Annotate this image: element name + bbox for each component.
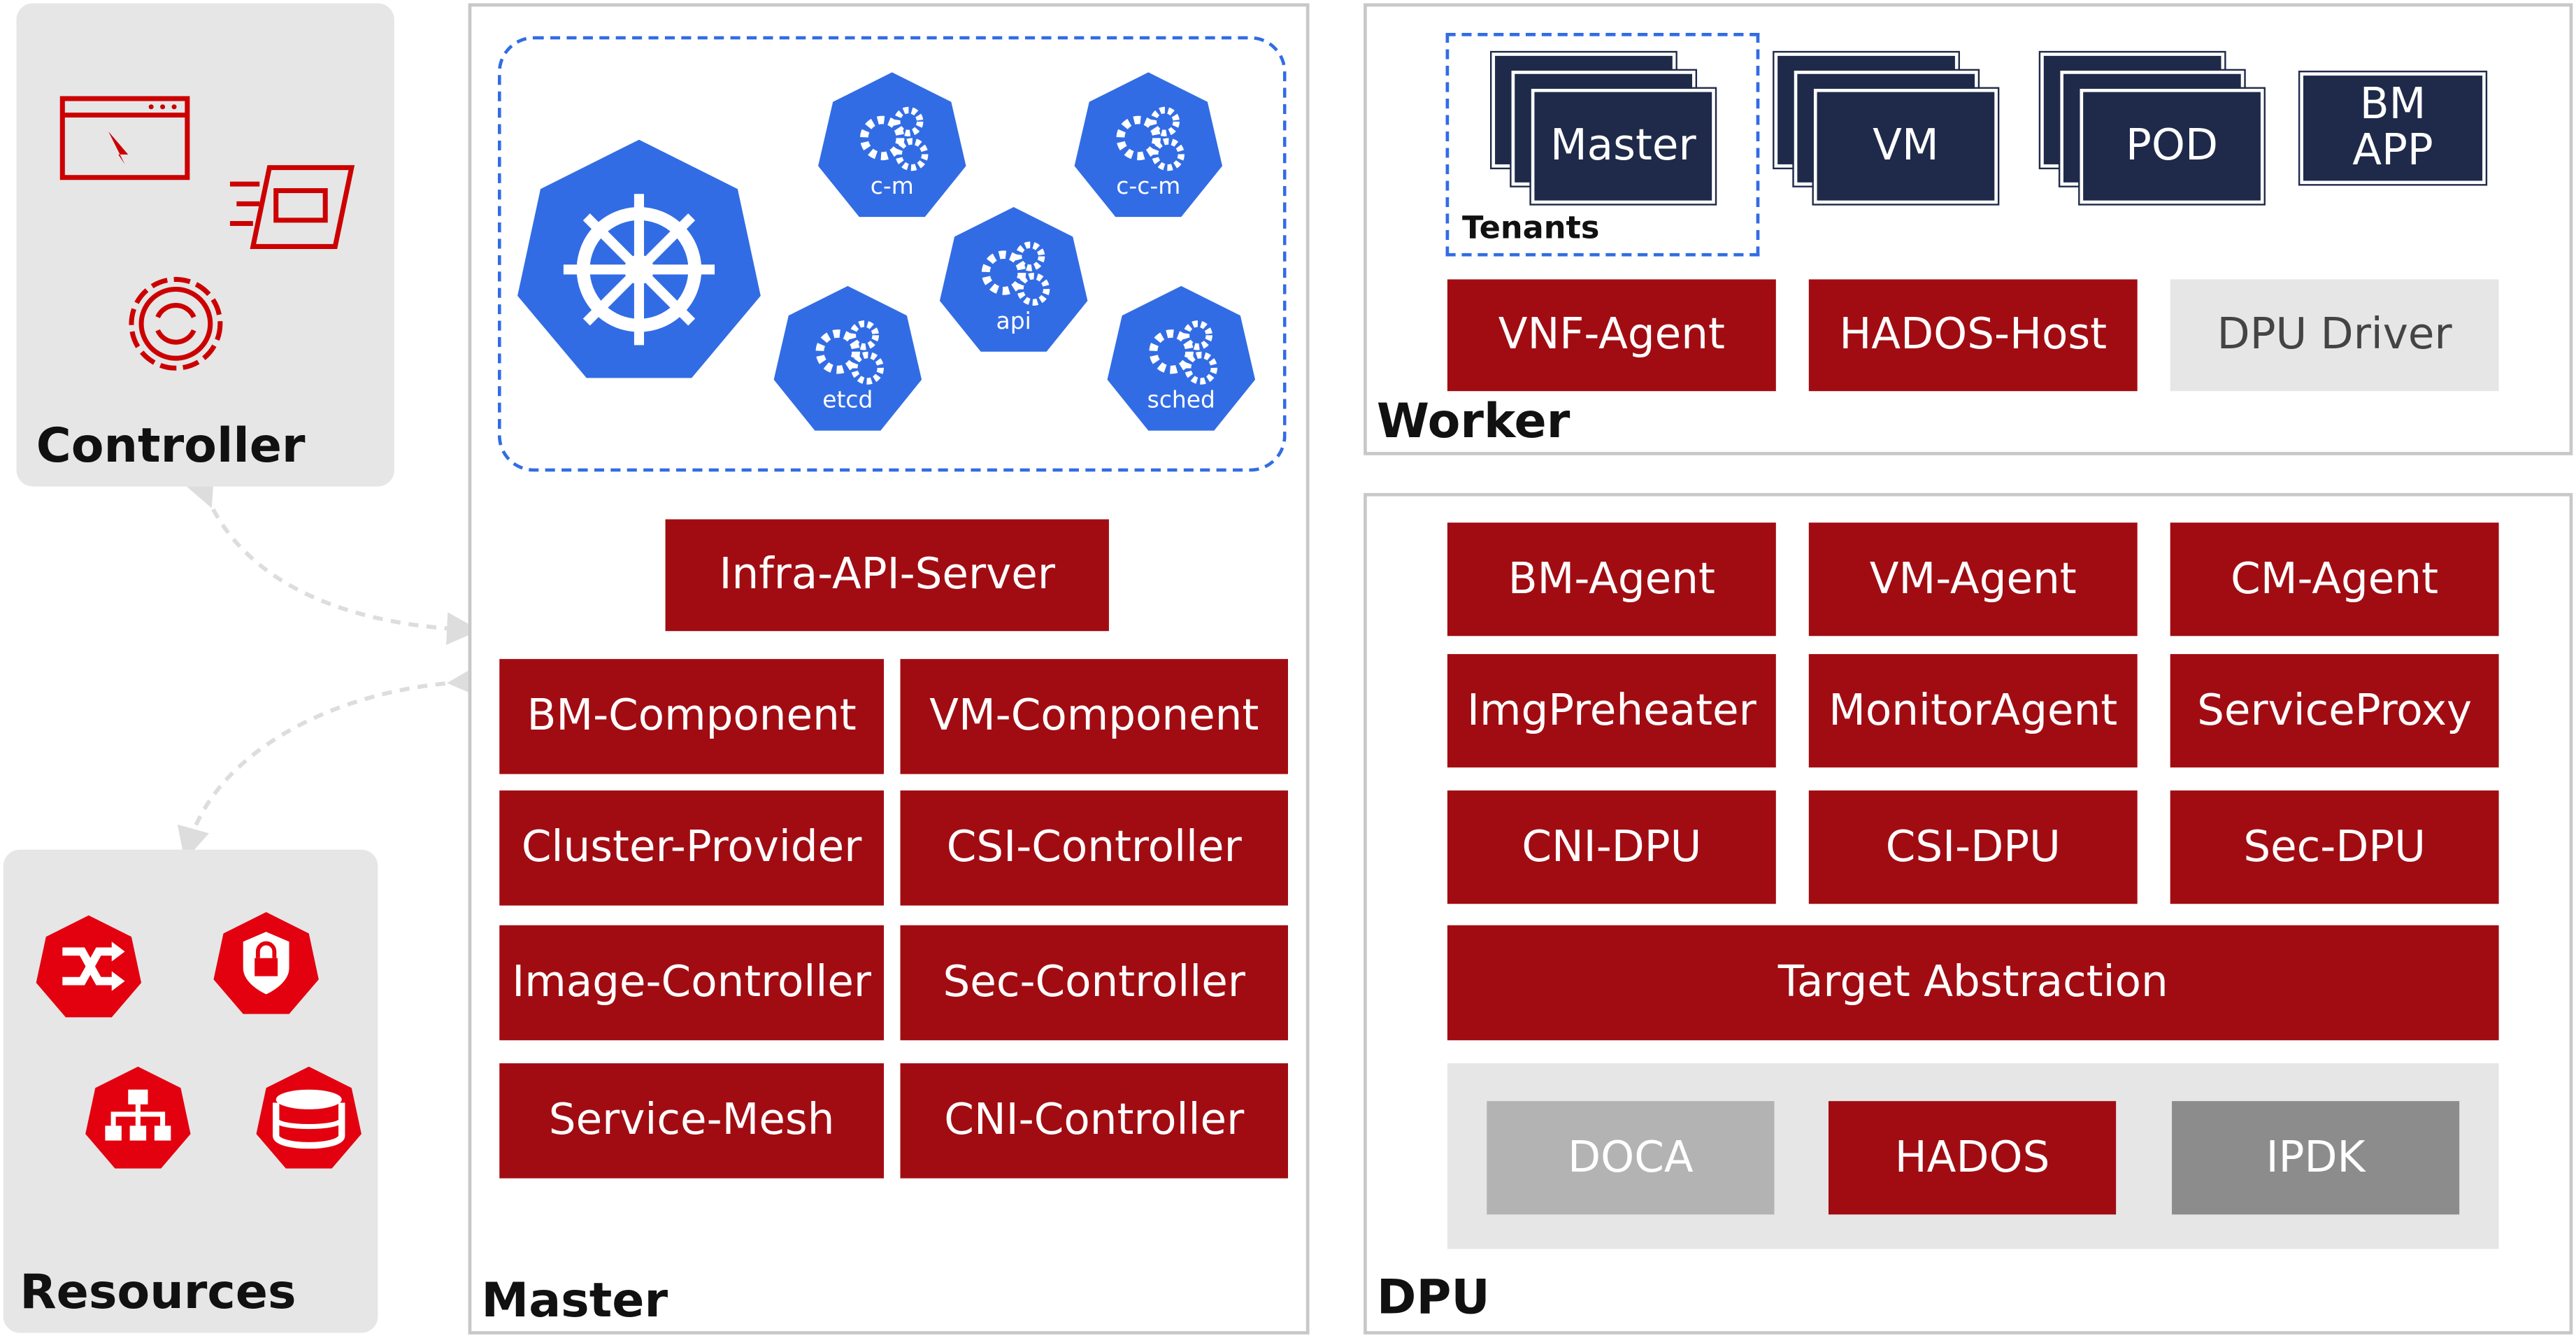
k8s-gear-icon <box>818 72 966 218</box>
master-component: Service-Mesh <box>499 1063 885 1179</box>
k8s-gear-icon <box>1107 285 1256 431</box>
dpu-agent: VM-Agent <box>1808 523 2138 637</box>
security-lock-icon <box>213 911 319 1014</box>
stack-pod: POD <box>2078 87 2266 206</box>
kubernetes-control-plane <box>497 36 1287 472</box>
target-abstraction: Target Abstraction <box>1447 925 2499 1041</box>
k8s-gear-icon <box>939 207 1088 352</box>
tenants-box: Tenants <box>1445 32 1760 257</box>
kubernetes-helm-icon <box>517 139 761 378</box>
dpu-agent: ImgPreheater <box>1447 654 1776 768</box>
master-component: Cluster-Provider <box>499 790 885 906</box>
controller-panel: Controller <box>16 3 394 487</box>
k8s-component-label: c-m <box>870 174 914 201</box>
master-component: VM-Component <box>900 659 1289 774</box>
k8s-gear-icon <box>773 285 922 431</box>
stack-vm: VM <box>1812 87 2000 206</box>
resources-panel: Resources <box>3 849 378 1333</box>
worker-agent: HADOS-Host <box>1808 279 2138 392</box>
shuffle-icon <box>36 915 142 1018</box>
master-component: Sec-Controller <box>900 925 1289 1041</box>
dpu-label: DPU <box>1376 1268 1490 1325</box>
dpu-agent: CNI-DPU <box>1447 790 1776 904</box>
dpu-agent: MonitorAgent <box>1808 654 2138 768</box>
dpu-agent: BM-Agent <box>1447 523 1776 637</box>
bm-app-box: BM APP <box>2298 71 2488 186</box>
stack-master: Master <box>1529 87 1717 206</box>
worker-agent: DPU Driver <box>2170 279 2499 392</box>
controller-label: Controller <box>36 417 306 474</box>
backend-hados: HADOS <box>1828 1101 2117 1215</box>
dpu-agent: ServiceProxy <box>2170 654 2499 768</box>
k8s-gear-icon <box>1074 72 1223 218</box>
tenants-label: Tenants <box>1462 210 1600 247</box>
master-label: Master <box>481 1272 668 1328</box>
dpu-agent: Sec-DPU <box>2170 790 2499 904</box>
browser-cursor-icon <box>59 96 190 180</box>
dpu-agent: CSI-DPU <box>1808 790 2138 904</box>
infra-api-server: Infra-API-Server <box>665 519 1109 632</box>
k8s-component-api: api <box>938 204 1089 355</box>
gear-sync-icon <box>129 276 223 371</box>
master-component: CNI-Controller <box>900 1063 1289 1179</box>
dpu-agent: CM-Agent <box>2170 523 2499 637</box>
k8s-component-label: c-c-m <box>1116 174 1181 201</box>
k8s-component-etcd: etcd <box>772 283 923 434</box>
backend-ipdk: IPDK <box>2172 1101 2460 1215</box>
master-component: CSI-Controller <box>900 790 1289 906</box>
k8s-component-c-m: c-m <box>817 69 968 220</box>
k8s-component-sched: sched <box>1105 283 1257 434</box>
k8s-component-label: api <box>996 308 1031 336</box>
hierarchy-icon <box>85 1066 191 1169</box>
master-component: BM-Component <box>499 659 885 774</box>
worker-label: Worker <box>1376 392 1570 449</box>
resources-label: Resources <box>20 1263 296 1320</box>
fast-window-icon <box>229 165 355 249</box>
worker-agent: VNF-Agent <box>1447 279 1776 392</box>
k8s-component-label: sched <box>1147 388 1215 415</box>
master-component: Image-Controller <box>499 925 885 1041</box>
backend-doca: DOCA <box>1487 1101 1775 1215</box>
storage-icon <box>256 1066 362 1169</box>
k8s-component-c-c-m: c-c-m <box>1073 69 1224 220</box>
k8s-component-label: etcd <box>822 388 873 415</box>
